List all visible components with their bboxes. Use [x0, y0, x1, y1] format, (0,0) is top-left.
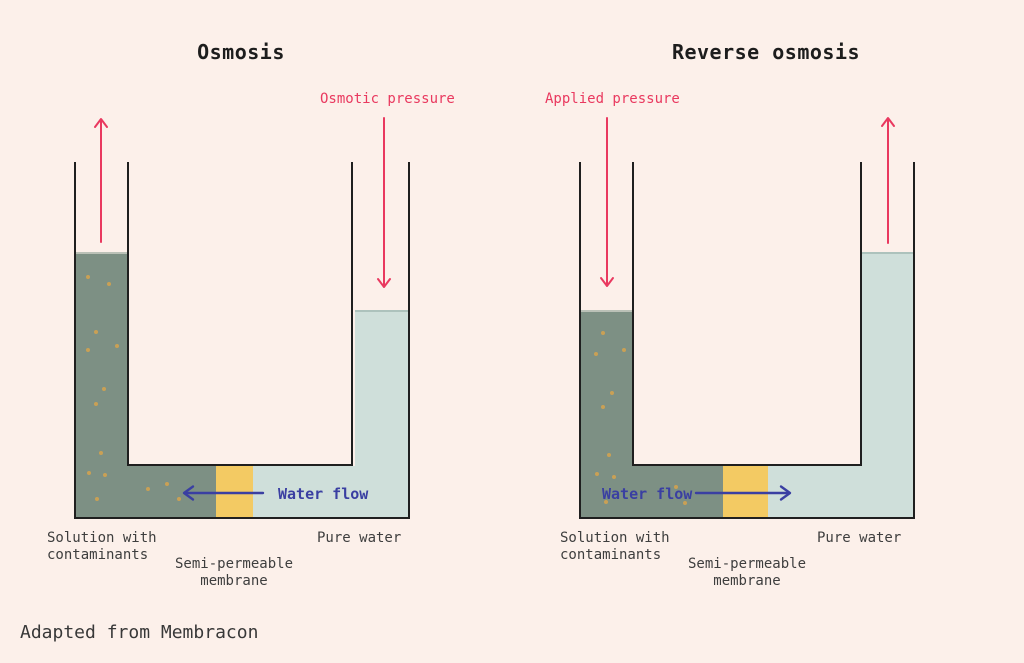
contaminant-dot — [99, 451, 103, 455]
contaminant-dot — [146, 487, 150, 491]
osmotic-pressure-label: Osmotic pressure — [320, 91, 455, 107]
osmosis-pure-water-label: Pure water — [317, 530, 402, 546]
contaminant-dot — [595, 472, 599, 476]
contaminant-dot — [683, 501, 687, 505]
reverse-solution-label-line1: Solution with — [560, 530, 670, 546]
contaminant-dot — [107, 282, 111, 286]
contaminant-dot — [612, 475, 616, 479]
contaminant-dot — [610, 391, 614, 395]
osmosis-membrane-label-line1: Semi-permeable — [174, 556, 294, 572]
reverse-water-flow-label: Water flow — [602, 485, 693, 503]
reverse-solution-label: Solution with contaminants — [560, 530, 670, 564]
contaminant-dot — [604, 500, 608, 504]
contaminant-dot — [601, 405, 605, 409]
osmosis-membrane-label-line2: membrane — [200, 573, 268, 589]
contaminant-dot — [594, 352, 598, 356]
contaminant-dot — [674, 485, 678, 489]
contaminant-dot — [103, 473, 107, 477]
osmosis-title: Osmosis — [197, 40, 285, 64]
contaminant-dot — [622, 348, 626, 352]
contaminant-dot — [177, 497, 181, 501]
contaminant-dot — [87, 471, 91, 475]
osmosis-membrane-label: Semi-permeable membrane — [175, 556, 293, 590]
osmosis-membrane-fill — [216, 466, 253, 517]
reverse-membrane-label-line2: membrane — [713, 573, 781, 589]
reverse-membrane-label: Semi-permeable membrane — [688, 556, 806, 590]
contaminant-dot — [102, 387, 106, 391]
reverse-utube-outer-wall — [579, 162, 915, 519]
contaminant-dot — [94, 330, 98, 334]
osmosis-water-column-fill — [355, 310, 408, 519]
applied-pressure-label: Applied pressure — [545, 91, 680, 107]
osmosis-utube-inner-wall — [127, 162, 353, 466]
contaminant-dot — [165, 482, 169, 486]
reverse-membrane-fill — [723, 466, 768, 517]
osmosis-solution-label: Solution with contaminants — [47, 530, 157, 564]
contaminant-dot — [94, 402, 98, 406]
reverse-osmosis-title: Reverse osmosis — [671, 40, 861, 64]
contaminant-dot — [95, 497, 99, 501]
contaminant-dot — [86, 348, 90, 352]
reverse-membrane-label-line1: Semi-permeable — [687, 556, 807, 572]
reverse-water-column-fill — [862, 252, 913, 519]
osmosis-solution-label-line2: contaminants — [47, 547, 149, 563]
reverse-solution-label-line2: contaminants — [560, 547, 662, 563]
osmosis-water-flow-label: Water flow — [278, 485, 369, 503]
contaminant-dot — [86, 275, 90, 279]
reverse-solution-channel-fill — [581, 466, 723, 517]
source-credit: Adapted from Membracon — [20, 622, 259, 643]
contaminant-dot — [607, 453, 611, 457]
contaminant-dot — [601, 331, 605, 335]
reverse-pure-water-label: Pure water — [817, 530, 902, 546]
osmosis-solution-label-line1: Solution with — [47, 530, 157, 546]
osmosis-utube-outer-wall — [74, 162, 410, 519]
contaminant-dot — [115, 344, 119, 348]
reverse-utube-inner-wall — [632, 162, 862, 466]
